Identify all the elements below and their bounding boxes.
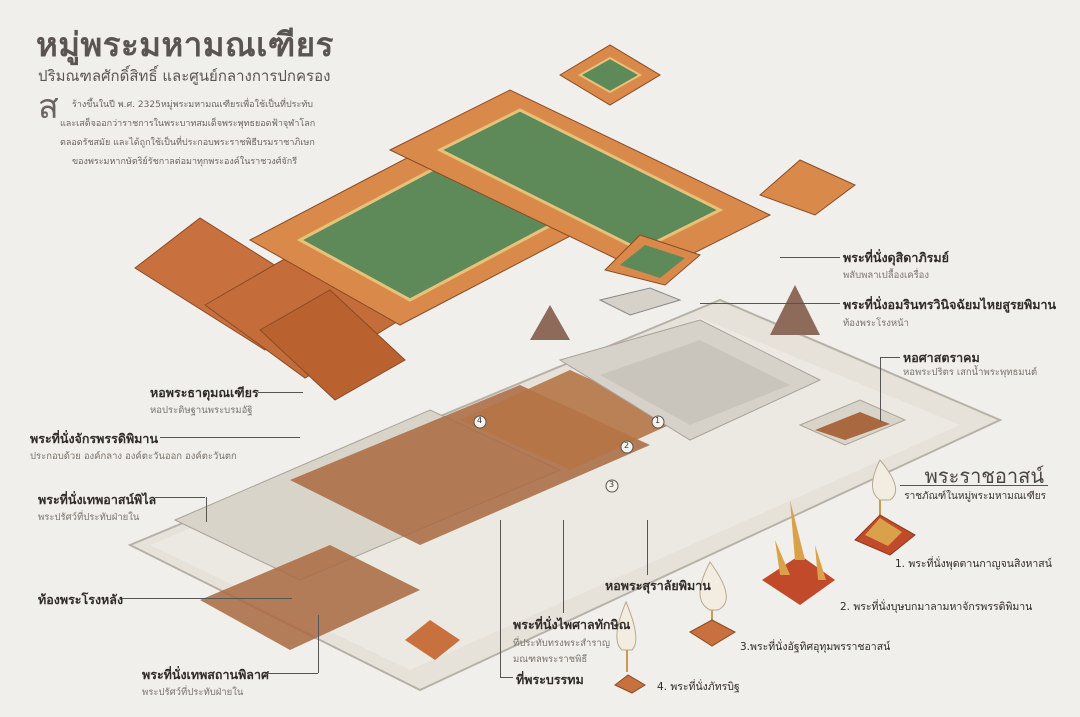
desc-thep-sathan: พระปรัศว์ที่ประทับฝ่ายใน — [142, 687, 244, 698]
intro-line: ร้างขึ้นในปี พ.ศ. 2325หมู่พระมหามณเฑียรเ… — [72, 100, 313, 110]
desc-sattrakhom: หอพระปริตร เสกน้ำพระพุทธมนต์ — [903, 367, 1038, 378]
leader-line — [258, 392, 303, 393]
leader-line — [160, 437, 300, 438]
leader-line — [122, 598, 292, 599]
intro-line: ของพระมหากษัตริย์รัชกาลต่อมาทุกพระองค์ใน… — [72, 157, 298, 167]
roof-cluster — [134, 44, 856, 401]
label-that-monthian: หอพระธาตุมณเฑียร — [150, 385, 259, 400]
thrones-title: พระราชอาสน์ — [924, 464, 1044, 488]
floor-plan — [127, 285, 1003, 692]
leader-line — [206, 497, 207, 522]
page-subtitle: ปริมณฑลศักดิ์สิทธิ์ และศูนย์กลางการปกครอ… — [38, 67, 331, 85]
desc-amarin: ท้องพระโรงหน้า — [843, 318, 910, 329]
throne-item-2: 2. พระที่นั่งบุษบกมาลามหาจักรพรรดิพิมาน — [840, 601, 1033, 613]
marker-3: 3 — [609, 480, 615, 489]
leader-line — [500, 677, 513, 678]
throne-illustrations — [614, 459, 916, 694]
label-rear-throne-hall: ท้องพระโรงหลัง — [38, 592, 124, 607]
label-suralai: หอพระสุราลัยพิมาน — [605, 578, 711, 593]
label-dusit: พระที่นั่งดุสิดาภิรมย์ — [843, 250, 949, 265]
leader-line — [647, 520, 648, 575]
thrones-divider — [900, 485, 1048, 486]
intro-line: ตลอดรัชสมัย และได้ถูกใช้เป็นที่ประกอบพระ… — [60, 138, 315, 148]
leader-line — [563, 520, 564, 613]
page-title: หมู่พระมหามณเฑียร — [36, 25, 334, 64]
label-bedchamber: ที่พระบรรทม — [516, 672, 584, 687]
intro-dropcap: ส — [38, 87, 59, 127]
leader-line — [880, 357, 881, 422]
desc-that-monthian: หอประดิษฐานพระบรมอัฐิ — [150, 405, 253, 416]
intro-paragraph: ร้างขึ้นในปี พ.ศ. 2325หมู่พระมหามณเฑียรเ… — [60, 96, 350, 172]
leader-line — [700, 303, 840, 304]
marker-2: 2 — [624, 441, 630, 450]
throne-item-4: 4. พระที่นั่งภัทรบิฐ — [657, 681, 740, 693]
leader-line — [500, 520, 501, 677]
leader-line — [155, 497, 205, 498]
desc-phaisan-thaksin: มณฑลพระราชพิธี — [513, 654, 588, 665]
thrones-subtitle: ราชภัณฑ์ในหมู่พระมหามณเฑียร — [904, 491, 1046, 502]
label-thep-sathan: พระที่นั่งเทพสถานพิลาศ — [142, 667, 269, 682]
label-phaisan-thaksin: พระที่นั่งไพศาลทักษิณ — [513, 617, 631, 632]
leader-line — [780, 257, 840, 258]
label-thep-at-philai: พระที่นั่งเทพอาสน์พิไล — [38, 492, 157, 507]
leader-line — [880, 357, 900, 358]
label-chakkraphat: พระที่นั่งจักรพรรดิพิมาน — [30, 431, 158, 446]
markers — [473, 415, 665, 493]
leader-line — [265, 673, 318, 674]
marker-4: 4 — [477, 416, 483, 425]
throne-item-1: 1. พระที่นั่งพุดตานกาญจนสิงหาสน์ — [895, 558, 1052, 570]
intro-line: และเสด็จออกว่าราชการในพระบาทสมเด็จพระพุท… — [60, 119, 316, 129]
desc-phaisan-thaksin: ที่ประทับทรงพระสำราญ — [513, 638, 610, 649]
label-amarin: พระที่นั่งอมรินทรวินิจฉัยมไหยสูรยพิมาน — [843, 297, 1057, 312]
label-sattrakhom: หอศาสตราคม — [903, 350, 980, 365]
marker-1: 1 — [655, 416, 661, 425]
desc-chakkraphat: ประกอบด้วย องค์กลาง องค์ตะวันออก องค์ตะว… — [30, 451, 237, 462]
desc-dusit: พลับพลาเปลื้องเครื่อง — [843, 270, 930, 281]
desc-thep-at-philai: พระปรัศว์ที่ประทับฝ่ายใน — [38, 512, 140, 523]
leader-line — [318, 615, 319, 673]
throne-item-3: 3.พระที่นั่งอัฐทิศอุทุมพรราชอาสน์ — [740, 641, 891, 653]
